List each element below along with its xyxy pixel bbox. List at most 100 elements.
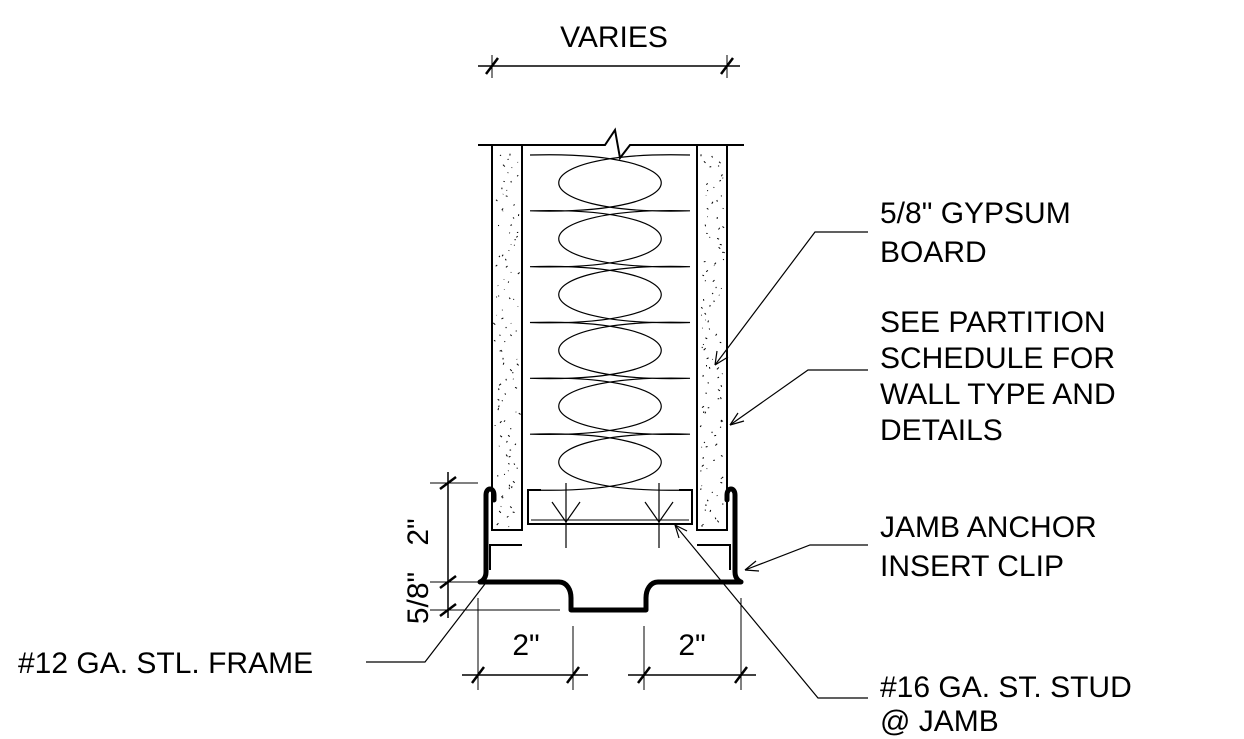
gypsum-callout-line-1: 5/8" GYPSUM <box>880 197 1071 230</box>
gypsum-speckle <box>706 499 709 502</box>
gypsum-speckle <box>505 195 508 197</box>
gypsum-speckle <box>508 297 511 300</box>
gypsum-speckle <box>499 420 502 424</box>
gypsum-speckle <box>705 337 708 340</box>
gypsum-speckle <box>705 269 709 273</box>
stud-callout: #16 GA. ST. STUD @ JAMB <box>880 671 1140 738</box>
break-line <box>478 127 744 161</box>
gypsum-speckle <box>509 334 512 337</box>
stud-callout-line-2: @ JAMB <box>880 705 999 738</box>
gypsum-speckle <box>498 510 502 514</box>
gypsum-speckle <box>700 470 702 472</box>
gypsum-speckle <box>495 199 498 202</box>
gypsum-speckle <box>509 506 513 509</box>
gypsum-speckle <box>505 326 507 329</box>
gypsum-speckle <box>507 434 511 437</box>
gypsum-speckle <box>723 251 725 254</box>
gypsum-speckle <box>711 292 714 295</box>
gypsum-speckle <box>508 455 511 458</box>
gypsum-speckle <box>711 155 713 158</box>
gypsum-speckle <box>704 411 707 414</box>
gypsum-speckle <box>514 386 518 389</box>
overall-dimension: VARIES <box>478 21 740 78</box>
gypsum-speckle <box>720 419 724 422</box>
gypsum-board-callout: 5/8" GYPSUM BOARD <box>880 197 1079 269</box>
gypsum-speckle <box>512 217 515 219</box>
gypsum-speckle <box>508 484 511 487</box>
gypsum-speckle <box>512 480 516 484</box>
gypsum-speckle <box>699 425 702 428</box>
gypsum-speckle <box>706 357 709 360</box>
gypsum-speckle <box>703 441 706 444</box>
gypsum-speckle <box>501 208 504 211</box>
gypsum-speckle <box>499 435 503 438</box>
gypsum-speckle <box>717 165 720 167</box>
gypsum-speckle <box>713 186 715 189</box>
gypsum-speckle <box>719 426 722 428</box>
frame-return-dimension-label: 2" <box>402 518 435 545</box>
gypsum-speckle <box>497 398 500 401</box>
gypsum-speckle <box>499 334 501 336</box>
gypsum-speckle <box>700 314 703 316</box>
gypsum-speckle <box>513 204 515 206</box>
gypsum-speckle <box>715 333 718 336</box>
gypsum-speckle <box>720 385 723 388</box>
gypsum-speckle <box>722 251 724 254</box>
gypsum-speckle <box>706 207 709 210</box>
gypsum-speckle <box>502 362 505 365</box>
gypsum-speckle <box>720 287 723 290</box>
partition-callout-line-3: WALL TYPE AND <box>880 378 1116 411</box>
gypsum-speckle <box>720 481 723 484</box>
jamb-anchor-clip-left <box>489 544 522 570</box>
gypsum-speckle <box>717 389 721 392</box>
gypsum-speckle <box>720 455 723 457</box>
gypsum-speckle <box>514 443 517 446</box>
gypsum-speckle <box>513 244 515 246</box>
leaders <box>366 231 868 699</box>
gypsum-speckle <box>513 463 516 466</box>
gypsum-speckle <box>502 164 506 167</box>
partition-callout-line-1: SEE PARTITION <box>880 306 1106 339</box>
gypsum-speckle <box>716 520 720 523</box>
gypsum-speckle <box>504 393 507 395</box>
gypsum-speckle <box>702 523 704 526</box>
fastener-right <box>644 483 674 548</box>
offset-dimension-label: 5/8" <box>402 572 435 624</box>
gypsum-speckle <box>721 373 723 375</box>
gypsum-speckle <box>510 224 513 226</box>
gypsum-speckle <box>498 255 501 258</box>
gypsum-speckle <box>504 258 507 261</box>
gypsum-speckle <box>700 306 703 309</box>
gypsum-speckle <box>721 476 724 479</box>
jamb-anchor-clip-right <box>697 544 731 570</box>
stud-callout-line-1: #16 GA. ST. STUD <box>880 671 1132 704</box>
frame-callout: #12 GA. STL. FRAME <box>18 647 313 680</box>
gypsum-speckle <box>518 412 521 415</box>
gypsum-speckle <box>505 454 508 457</box>
gypsum-speckle <box>501 254 504 257</box>
gypsum-callout-line-2: BOARD <box>880 236 987 269</box>
gypsum-speckle <box>718 161 721 164</box>
gypsum-speckle <box>493 339 496 342</box>
gypsum-speckle <box>716 199 718 202</box>
gypsum-speckle <box>509 368 513 372</box>
gypsum-speckle <box>719 179 722 182</box>
steel-frame <box>477 486 744 613</box>
gypsum-speckle <box>516 174 519 177</box>
gypsum-speckle <box>703 160 706 164</box>
gypsum-speckle <box>499 350 501 352</box>
gypsum-speckle <box>516 235 519 238</box>
overall-dimension-label: VARIES <box>560 21 668 54</box>
fastener-left <box>551 483 581 548</box>
gypsum-speckle <box>720 397 722 400</box>
gypsum-speckle <box>709 509 712 513</box>
gypsum-speckle <box>711 491 713 494</box>
partition-callout: SEE PARTITION SCHEDULE FOR WALL TYPE AND… <box>880 306 1124 447</box>
gypsum-speckle <box>701 405 705 408</box>
batt-insulation <box>529 154 691 491</box>
gypsum-speckle <box>505 265 508 268</box>
gypsum-speckle <box>720 174 723 177</box>
jamb-anchor-callout-line-1: JAMB ANCHOR <box>880 511 1097 544</box>
gypsum-speckle <box>719 341 722 344</box>
